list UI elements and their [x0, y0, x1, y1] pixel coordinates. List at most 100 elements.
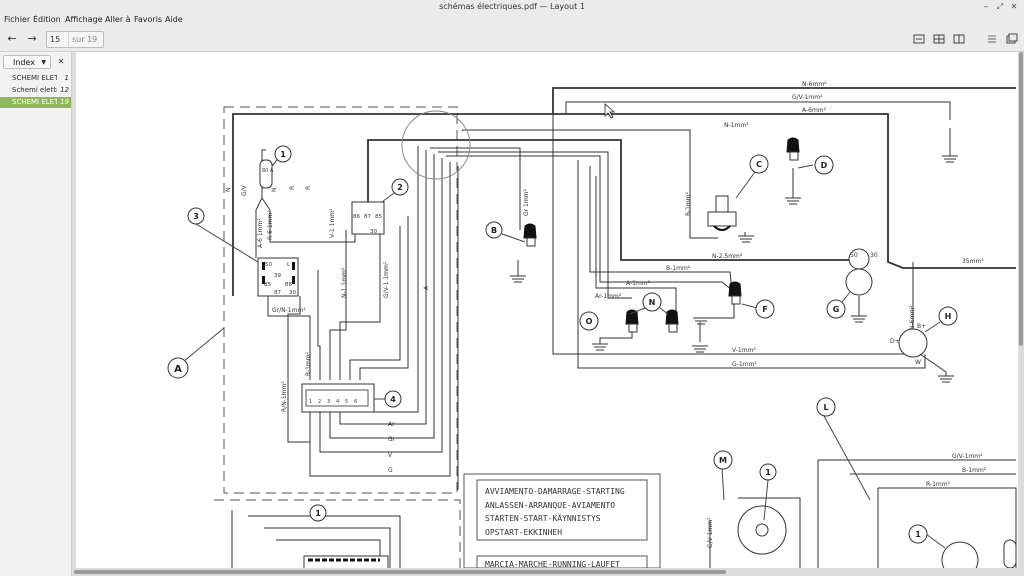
- index-item-label: Schemi elettrici: [12, 86, 57, 94]
- index-item-label: SCHEMI ELETTRICI: [12, 98, 57, 106]
- wire-label: G/V-1 1mm²: [383, 261, 390, 298]
- wire-label: V-1 1mm²: [329, 208, 336, 238]
- forward-arrow-icon[interactable]: →: [27, 32, 37, 45]
- relay-pin: 30: [370, 229, 377, 235]
- callout-n: N: [649, 298, 656, 307]
- wire-label: A: [423, 285, 430, 290]
- menu-edition[interactable]: Édition: [33, 15, 61, 24]
- toolbar: ← → sur 19: [0, 27, 1024, 52]
- horizontal-scrollbar[interactable]: [74, 570, 726, 574]
- conn-pin: 5: [345, 399, 348, 405]
- relay-pin: L: [287, 262, 291, 268]
- menu-affichage[interactable]: Affichage: [65, 15, 103, 24]
- window-titlebar: schémas électriques.pdf — Layout 1: [0, 0, 1024, 13]
- wire-label: Gr 1mm²: [523, 188, 530, 216]
- callout-h: H: [945, 312, 952, 321]
- relay-pin: 85: [375, 214, 382, 220]
- wire-label: 35mm²: [962, 258, 984, 265]
- wire-label: G-1mm²: [732, 361, 757, 368]
- h-pin: B+: [917, 323, 926, 330]
- wire-label: N: [225, 188, 232, 193]
- wire-label: A-6mm²: [802, 107, 827, 114]
- wire-label: R-1mm²: [926, 481, 951, 488]
- conn-pin: 1: [309, 399, 312, 405]
- callout-f: F: [762, 305, 767, 314]
- wire-label: A-1mm²: [626, 280, 651, 287]
- callout-1d: 1: [915, 530, 921, 539]
- presentation-icon[interactable]: [986, 33, 998, 45]
- wire-label: Ar: [388, 421, 395, 428]
- window-title: schémas électriques.pdf — Layout 1: [439, 2, 585, 11]
- h-pin: D+: [890, 338, 900, 345]
- wiring-diagram: 1 2 3 A B C D F G H N O 4 L M 1 1 1 N-6m…: [167, 81, 1017, 568]
- wire-label: B-1mm²: [962, 467, 987, 474]
- callout-g: G: [833, 305, 840, 314]
- alt-pin: 30: [870, 252, 878, 259]
- conn-pin: 4: [336, 399, 339, 405]
- callout-1b: 1: [765, 468, 771, 477]
- callout-2: 2: [397, 183, 403, 192]
- wire-label: V: [388, 452, 393, 459]
- wire-label: R-1mm²: [685, 191, 692, 216]
- vertical-scrollbar[interactable]: [1019, 52, 1023, 346]
- relay-pin: 30: [289, 290, 296, 296]
- wire-label: G/V: [241, 184, 248, 196]
- maximize-icon[interactable]: ⤢: [996, 2, 1004, 11]
- index-item[interactable]: SCHEMI ELETTRICI 1: [0, 73, 71, 84]
- menu-bar: Fichier Édition Affichage Aller à Favori…: [0, 13, 1024, 27]
- wire-label: R: [305, 186, 312, 190]
- index-dropdown[interactable]: Index ▼: [3, 55, 51, 69]
- fuse-rating: 80 A: [262, 168, 274, 174]
- legend-line: MARCIA-MARCHE-RUNNING-LAUFET: [485, 560, 620, 568]
- menu-aller-a[interactable]: Aller à: [105, 15, 131, 24]
- callout-l: L: [823, 403, 828, 412]
- wire-label: N-6mm²: [909, 305, 916, 330]
- document-page[interactable]: 1 2 3 A B C D F G H N O 4 L M 1 1 1 N-6m…: [76, 52, 1018, 568]
- legend-line: OPSTART-EKKINHEH: [485, 528, 562, 537]
- wire-label: Gr/N-1mm²: [272, 307, 306, 314]
- index-item-selected[interactable]: SCHEMI ELETTRICI 19: [0, 97, 71, 108]
- callout-1: 1: [280, 150, 286, 159]
- index-item-page: 19: [60, 98, 69, 106]
- page-number-input[interactable]: [50, 33, 66, 45]
- conn-pin: 6: [354, 399, 357, 405]
- wire-label: A-6 1mm²: [257, 218, 264, 248]
- legend-line: AVVIAMENTO-DAMARRAGE-STARTING: [485, 487, 625, 496]
- fullscreen-icon[interactable]: [1006, 33, 1018, 45]
- wire-label: N-2.5mm²: [712, 253, 743, 260]
- relay-pin: 50: [265, 262, 272, 268]
- minimize-icon[interactable]: ‒: [983, 2, 989, 11]
- wire-label: G/V-1mm²: [792, 94, 823, 101]
- conn-pin: 3: [327, 399, 330, 405]
- index-dropdown-label: Index: [13, 58, 36, 67]
- callout-3: 3: [193, 212, 199, 221]
- page-selector: sur 19: [46, 31, 104, 48]
- wire-label: G: [388, 467, 393, 474]
- continuous-view-icon[interactable]: [953, 33, 965, 45]
- menu-favoris[interactable]: Favoris: [134, 15, 163, 24]
- relay-pin: 86: [285, 282, 292, 288]
- callout-4: 4: [390, 395, 396, 404]
- wire-label: B-1mm²: [666, 265, 691, 272]
- wire-label: G/V-1mm²: [707, 517, 714, 548]
- legend-line: STARTEN-START-KÄYNNISTYS: [485, 513, 601, 523]
- wire-label: N-6mm²: [802, 81, 827, 88]
- close-sidebar-icon[interactable]: ✕: [57, 57, 65, 66]
- relay-pin: 86: [353, 214, 360, 220]
- menu-fichier[interactable]: Fichier: [4, 15, 31, 24]
- close-window-icon[interactable]: ✕: [1010, 2, 1018, 11]
- dual-page-view-icon[interactable]: [933, 33, 945, 45]
- wire-label: Ar-1mm²: [595, 293, 622, 300]
- back-arrow-icon[interactable]: ←: [7, 32, 17, 45]
- relay-pin: 39: [274, 273, 281, 279]
- h-pin: W: [915, 359, 921, 366]
- relay-pin: 87: [364, 214, 371, 220]
- wire-label: N: [271, 188, 278, 193]
- index-item-label: SCHEMI ELETTRICI: [12, 74, 57, 82]
- conn-pin: 2: [318, 399, 321, 405]
- callout-m: M: [719, 456, 727, 465]
- callout-b: B: [491, 226, 497, 235]
- menu-aide[interactable]: Aide: [165, 15, 183, 24]
- single-page-view-icon[interactable]: [913, 33, 925, 45]
- index-item[interactable]: Schemi elettrici 12: [0, 85, 71, 96]
